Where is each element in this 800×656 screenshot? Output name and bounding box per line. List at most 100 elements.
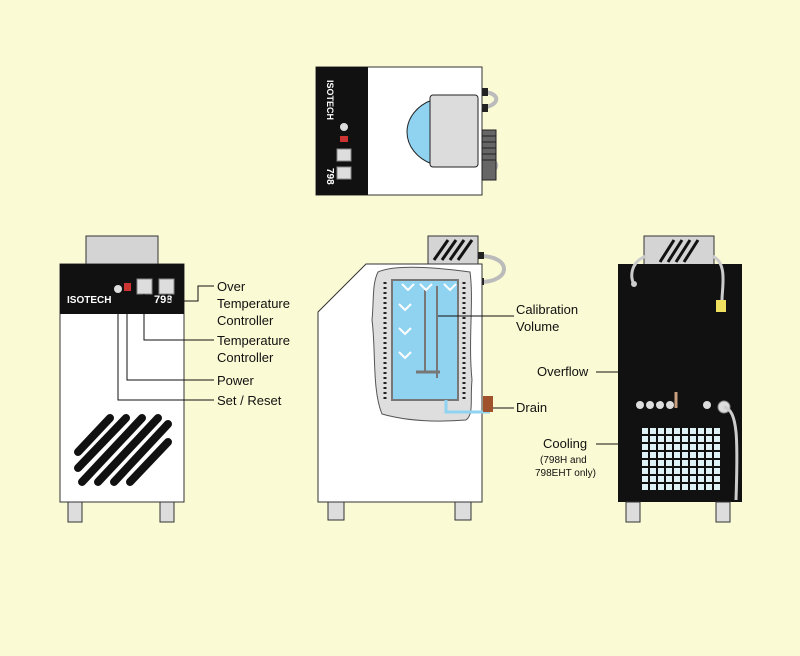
rear-view-grid-cell [674,436,680,442]
rear-view-grid-cell [698,484,704,490]
top-view-hose-fitting [482,88,488,96]
side-view-grille [432,239,450,261]
over-temperature-controller-label: Over Temperature Controller [217,279,294,328]
overflow-port [666,401,674,409]
rear-view-grid-cell [658,460,664,466]
rear-view-grid-cell [690,436,696,442]
rear-view-grid-cell [682,452,688,458]
drain-label: Drain [516,400,547,415]
front-view-vent-slot [110,420,172,486]
drain-pipe [444,400,490,414]
front-view: ISOTECH 798 [59,235,185,523]
rear-view-grid-cell [650,444,656,450]
front-view-temperature-controller [136,278,153,295]
leader-overflow [596,371,659,402]
side-view-hose [479,254,506,284]
rear-view-grid-cell [706,444,712,450]
leader-temperature-controller [143,294,214,341]
circulation-arrow [401,283,457,292]
rear-view-grid-cell [690,428,696,434]
rear-view-grid-cell [690,468,696,474]
side-view-grille [456,239,474,261]
rear-view-grid-cell [658,452,664,458]
drain-valve [483,396,493,412]
rear-view-grid-cell [714,468,720,474]
rear-view-grid-cell [642,444,648,450]
front-view-over-temperature-controller [158,278,175,295]
rear-view-grille [682,239,700,263]
rear-view-grille [658,239,676,263]
top-view-model: 798 [324,168,335,185]
set-reset-label: Set / Reset [217,393,282,408]
rear-view-grid-cell [690,452,696,458]
rear-view-grid-cell [658,436,664,442]
rear-view-grid-cell [698,452,704,458]
front-view-vent-slot [78,414,146,486]
calibration-volume-label: Calibration Volume [516,302,582,334]
rear-view-grid-cell [674,484,680,490]
rear-view-grid-cell [658,444,664,450]
rear-view-grid-cell [642,460,648,466]
front-view-power-switch [124,283,131,291]
rear-view-grid-cell [642,452,648,458]
leader-cooling [596,409,637,445]
rear-view-drain-hose [723,405,739,501]
rear-view-grid-cell [698,444,704,450]
rear-view-grid-cell [674,460,680,466]
rear-view-grid-cell [682,476,688,482]
top-view-hose-fitting [482,104,488,112]
rear-view-grid-cell [706,428,712,434]
rear-view-grid-cell [666,444,672,450]
front-view-vent-slot [74,414,114,456]
rear-view-grid-cell [698,476,704,482]
rear-view-grid-cell [658,476,664,482]
rear-view-fitting [716,300,726,312]
rear-view-grid-cell [698,428,704,434]
rear-view-grid-cell [674,476,680,482]
rear-view-grid-cell [682,460,688,466]
top-view-controller-2 [336,166,352,180]
side-view-hose-fitting [478,252,484,259]
front-view-top-housing [85,235,159,267]
rear-view-grid-cell [642,468,648,474]
side-view-grille [440,239,458,261]
cooling-label: Cooling [543,436,587,451]
top-view-controller-1 [336,148,352,162]
leader-power [126,291,214,381]
rear-view-grid-cell [666,436,672,442]
power-label: Power [217,373,255,388]
rear-view-grid [642,428,720,490]
rear-view-grid-cell [714,444,720,450]
rear-view-grid-cell [714,484,720,490]
overflow-port [646,401,654,409]
front-view-brand: ISOTECH [67,295,111,306]
rear-view-grid-cell [706,436,712,442]
side-view-grille [448,239,466,261]
rear-view-grid-cell [642,476,648,482]
rear-view-grid-cell [650,428,656,434]
rear-view-grid-cell [674,428,680,434]
temperature-controller-label: Temperature Controller [217,333,294,365]
top-view-gear [481,129,497,181]
overflow-port [636,401,644,409]
rear-view-grid-cell [714,436,720,442]
rear-view-grid-cell [666,476,672,482]
rear-view-grid-cell [642,436,648,442]
rear-view-grid-cell [714,428,720,434]
top-view-power-switch [340,136,348,142]
rear-view-grid-cell [658,468,664,474]
side-view-castor [454,501,472,521]
rear-view-grid-cell [642,428,648,434]
rear-view-port [703,401,711,409]
rear-view-grid-cell [714,460,720,466]
side-view-top-housing [427,235,479,265]
rear-view-grid-cell [682,444,688,450]
top-view-set-reset-button [340,123,348,131]
rear-view-grid-cell [706,484,712,490]
rear-view-grid-cell [698,468,704,474]
rear-view-grid-cell [682,428,688,434]
side-view [317,235,506,521]
rear-view-grid-cell [674,452,680,458]
top-view: ISOTECH 798 [315,66,499,196]
